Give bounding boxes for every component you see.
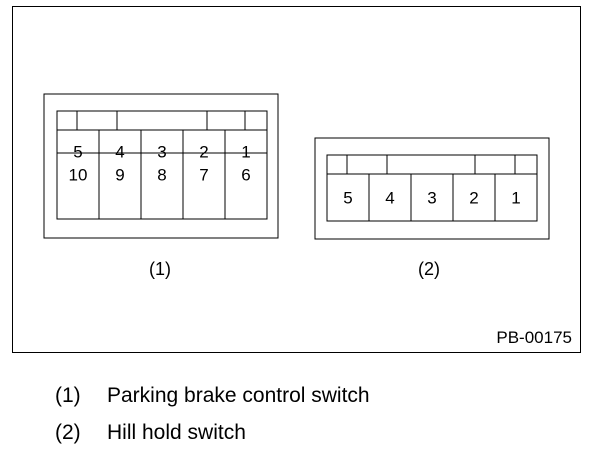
connector-1-latch-right <box>244 110 268 131</box>
connector-1-housing <box>43 93 279 239</box>
connector-2: 5 4 3 2 1 <box>314 137 550 240</box>
connector-2-key <box>386 154 476 175</box>
connector-1-pin-9: 9 <box>115 166 124 185</box>
figure-code: PB-00175 <box>496 328 572 347</box>
legend-number: (1) <box>55 384 81 407</box>
connector-1-pin-5: 5 <box>73 143 82 162</box>
connector-2-pin-1: 1 <box>511 189 520 208</box>
connector-2-pin-5: 5 <box>343 189 352 208</box>
legend-number: (2) <box>55 421 81 444</box>
connector-1-pin-6: 6 <box>241 166 250 185</box>
connector-2-caption: (2) <box>418 259 440 279</box>
connector-1-pin-8: 8 <box>157 166 166 185</box>
connector-diagram: 5 4 3 2 1 10 9 8 7 6 5 4 3 2 1 <box>43 93 550 240</box>
connector-2-pin-3: 3 <box>427 189 436 208</box>
legend-text: Hill hold switch <box>107 421 246 444</box>
connector-2-latch-right <box>514 154 538 175</box>
connector-1-latch-left <box>56 110 78 131</box>
connector-2-pin-2: 2 <box>469 189 478 208</box>
connector-1-caption: (1) <box>149 259 171 279</box>
legend-item-2: (2) Hill hold switch <box>55 421 246 445</box>
connector-2-latch-left <box>326 154 348 175</box>
connector-1-pin-1: 1 <box>241 143 250 162</box>
connector-1-key <box>116 110 208 131</box>
figure-frame: 5 4 3 2 1 10 9 8 7 6 5 4 3 2 1 (1) (2) PB-00175 <box>12 6 581 353</box>
legend-item-1: (1) Parking brake control switch <box>55 384 370 408</box>
connector-1: 5 4 3 2 1 10 9 8 7 6 <box>43 93 279 239</box>
legend-text: Parking brake control switch <box>107 384 370 407</box>
connector-2-pin-4: 4 <box>385 189 394 208</box>
connector-2-housing <box>314 137 550 240</box>
connector-1-pin-7: 7 <box>199 166 208 185</box>
connector-1-pin-4: 4 <box>115 143 124 162</box>
connector-1-pin-10: 10 <box>69 166 88 185</box>
connector-1-pin-3: 3 <box>157 143 166 162</box>
connector-1-pin-2: 2 <box>199 143 208 162</box>
